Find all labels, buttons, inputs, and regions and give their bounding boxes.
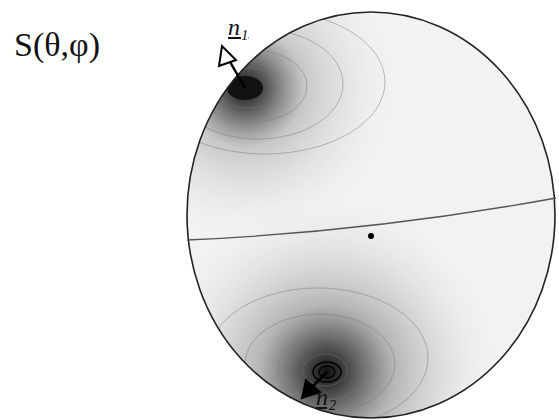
vector-label: n₂ xyxy=(316,384,336,411)
vector-label: n₁ xyxy=(228,14,248,41)
shading xyxy=(145,0,559,420)
function-label: S(θ,φ) xyxy=(14,26,100,64)
equator xyxy=(187,198,556,240)
normal-arrow xyxy=(219,46,245,88)
center-dot xyxy=(368,233,374,239)
